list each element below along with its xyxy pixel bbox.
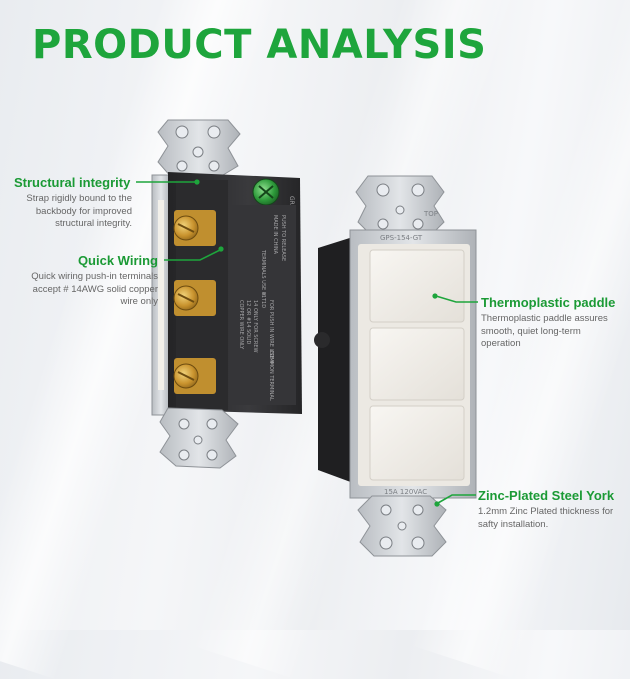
mounting-tab-icon [157, 119, 241, 179]
back-switch: PUSH TO RELEASE MADE IN CHINA L1T1D 14 O… [151, 119, 302, 469]
top-label: TOP [423, 210, 438, 218]
screw-icon [173, 280, 216, 316]
paddle-top [369, 249, 465, 323]
back-label-text: PUSH TO RELEASE [280, 215, 286, 261]
leader-dot-icon [218, 246, 224, 252]
paddle-leader [435, 295, 478, 303]
back-label-text: COMMON TERMINAL [268, 350, 274, 401]
back-label-text: COPPER WIRE ONLY [238, 300, 244, 350]
back-label-text: MADE IN CHINA [272, 215, 278, 255]
back-label-text: 14 ONLY FOR SCREW [252, 300, 258, 353]
screw-icon [173, 358, 216, 394]
callout-title: Quick Wiring [77, 253, 158, 268]
paddle-bottom [369, 405, 465, 481]
front-code-label: GPS-154-GT [380, 234, 423, 242]
callout-thermoplastic-paddle: Thermoplastic paddle Thermoplastic paddl… [481, 295, 621, 351]
leader-dot-icon [432, 293, 438, 299]
callout-title: Thermoplastic paddle [481, 295, 616, 310]
leader-dot-icon [194, 179, 200, 185]
callout-description: Quick wiring push-in terminals accept # … [31, 271, 158, 307]
page-title: PRODUCT ANALYSIS [32, 22, 487, 68]
ground-screw-icon [252, 178, 280, 206]
screw-icon [173, 210, 216, 246]
mounting-tab-icon [159, 407, 239, 469]
callout-zinc-plated-yoke: Zinc-Plated Steel York 1.2mm Zinc Plated… [478, 488, 624, 531]
front-switch: TOP GPS-154-GT 15A 120VAC [314, 175, 477, 557]
callout-description: Thermoplastic paddle assures smooth, qui… [481, 313, 608, 349]
callout-quick-wiring: Quick Wiring Quick wiring push-in termin… [28, 253, 158, 309]
quick-wiring-leader [164, 249, 221, 261]
callout-title: Structural integrity [14, 175, 131, 190]
back-label-text: TERMINALS USE # [260, 249, 266, 296]
callout-description: 1.2mm Zinc Plated thickness for safty in… [478, 506, 614, 530]
callout-description: Strap rigidly bound to the backbody for … [26, 193, 132, 229]
back-label-text: 12 OR #14 SOLID [245, 300, 251, 344]
gr-label: GR [288, 196, 295, 205]
rating-label: 15A 120VAC [384, 488, 427, 496]
paddle-middle [369, 327, 465, 401]
product-illustration: PUSH TO RELEASE MADE IN CHINA L1T1D 14 O… [136, 119, 478, 557]
callout-title: Zinc-Plated Steel York [478, 488, 615, 503]
yoke-leader [437, 494, 476, 504]
mounting-tab-icon [357, 495, 447, 557]
leader-dot-icon [434, 501, 440, 507]
back-label-text: L1T1D [260, 292, 266, 308]
back-label-text: FOR PUSH IN WIRE USE # [268, 300, 274, 364]
mounting-tab-icon [355, 175, 445, 237]
callout-structural-integrity: Structural integrity Strap rigidly bound… [14, 175, 132, 231]
